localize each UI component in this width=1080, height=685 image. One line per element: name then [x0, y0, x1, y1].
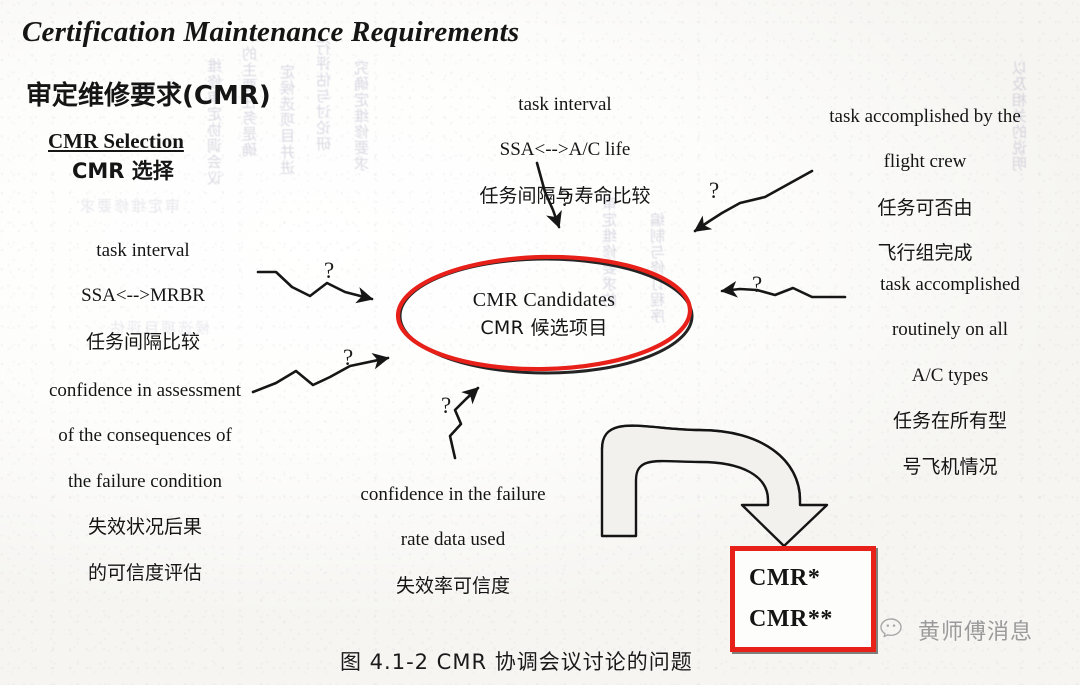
connector-label-question-mark: ?: [709, 178, 720, 203]
node-task-interval-ac-life: task interval SSA<-->A/C life 任务间隔与寿命比较: [440, 72, 690, 229]
node-line-en: SSA<-->MRBR: [81, 285, 205, 307]
node-line-en: the failure condition: [67, 470, 223, 492]
node-line-cn: 失效率可信度: [395, 574, 510, 597]
node-line-en: flight crew: [883, 151, 967, 173]
node-line-en: routinely on all: [891, 319, 1009, 341]
node-line-cn: 号飞机情况: [902, 455, 998, 478]
node-line-en: confidence in assessment: [48, 379, 242, 401]
node-line-cn: 任务在所有型: [892, 410, 1007, 433]
node-line-en: A/C types: [911, 364, 989, 386]
page-title: Certification Maintenance Requirements: [22, 16, 520, 48]
node-confidence-consequences: confidence in assessment of the conseque…: [12, 358, 278, 606]
node-task-routine-all-ac: task accomplished routinely on all A/C t…: [830, 252, 1070, 500]
center-node-line-cn: CMR 候选项目: [480, 316, 608, 339]
node-line-en: task accomplished by the: [829, 105, 1021, 127]
connector-label-question-mark: ?: [441, 393, 452, 418]
node-line-en: task interval: [96, 239, 190, 261]
node-line-cn: 的可信度评估: [87, 561, 202, 584]
wechat-icon: [880, 618, 902, 638]
center-node-cmr-candidates: CMR Candidates CMR 候选项目: [398, 257, 690, 371]
node-confidence-failure-rate: confidence in the failure rate data used…: [322, 462, 584, 619]
node-line-cn: 任务间隔与寿命比较: [479, 184, 651, 207]
watermark: 黄师傅消息: [880, 614, 1033, 646]
watermark-text: 黄师傅消息: [918, 620, 1034, 645]
node-line-en: task accomplished: [880, 273, 1020, 295]
node-line-cn: 失效状况后果: [87, 516, 202, 539]
heading-chinese: 审定维修要求(CMR): [26, 81, 271, 111]
node-line-en: SSA<-->A/C life: [499, 139, 631, 161]
connector-label-question-mark: ?: [343, 345, 354, 370]
node-task-flight-crew: task accomplished by the flight crew 任务可…: [780, 84, 1070, 287]
node-task-interval-mrbr: task interval SSA<-->MRBR 任务间隔比较: [18, 218, 268, 375]
result-box-cmr: CMR* CMR**: [730, 546, 876, 652]
node-line-cn: 飞行组完成: [877, 242, 973, 265]
figure-caption: 图 4.1-2 CMR 协调会议讨论的问题: [340, 650, 693, 674]
node-line-cn: 任务可否由: [877, 196, 973, 219]
subheading-english: CMR Selection: [48, 129, 184, 153]
node-line-cn: 任务间隔比较: [85, 330, 200, 353]
node-line-en: of the consequences of: [58, 425, 232, 447]
connector-label-question-mark: ?: [324, 258, 335, 283]
connector-label-question-mark: ?: [752, 272, 763, 297]
node-line-en: confidence in the failure: [360, 483, 546, 505]
node-line-en: task interval: [518, 93, 612, 115]
center-node-line-en: CMR Candidates: [472, 289, 616, 312]
connector-label-question-mark: ?: [560, 186, 571, 211]
subheading-chinese: CMR 选择: [72, 159, 174, 183]
node-line-en: rate data used: [400, 529, 506, 551]
result-line-cmr-double-star: CMR**: [749, 606, 833, 632]
result-line-cmr-single-star: CMR*: [749, 565, 821, 591]
